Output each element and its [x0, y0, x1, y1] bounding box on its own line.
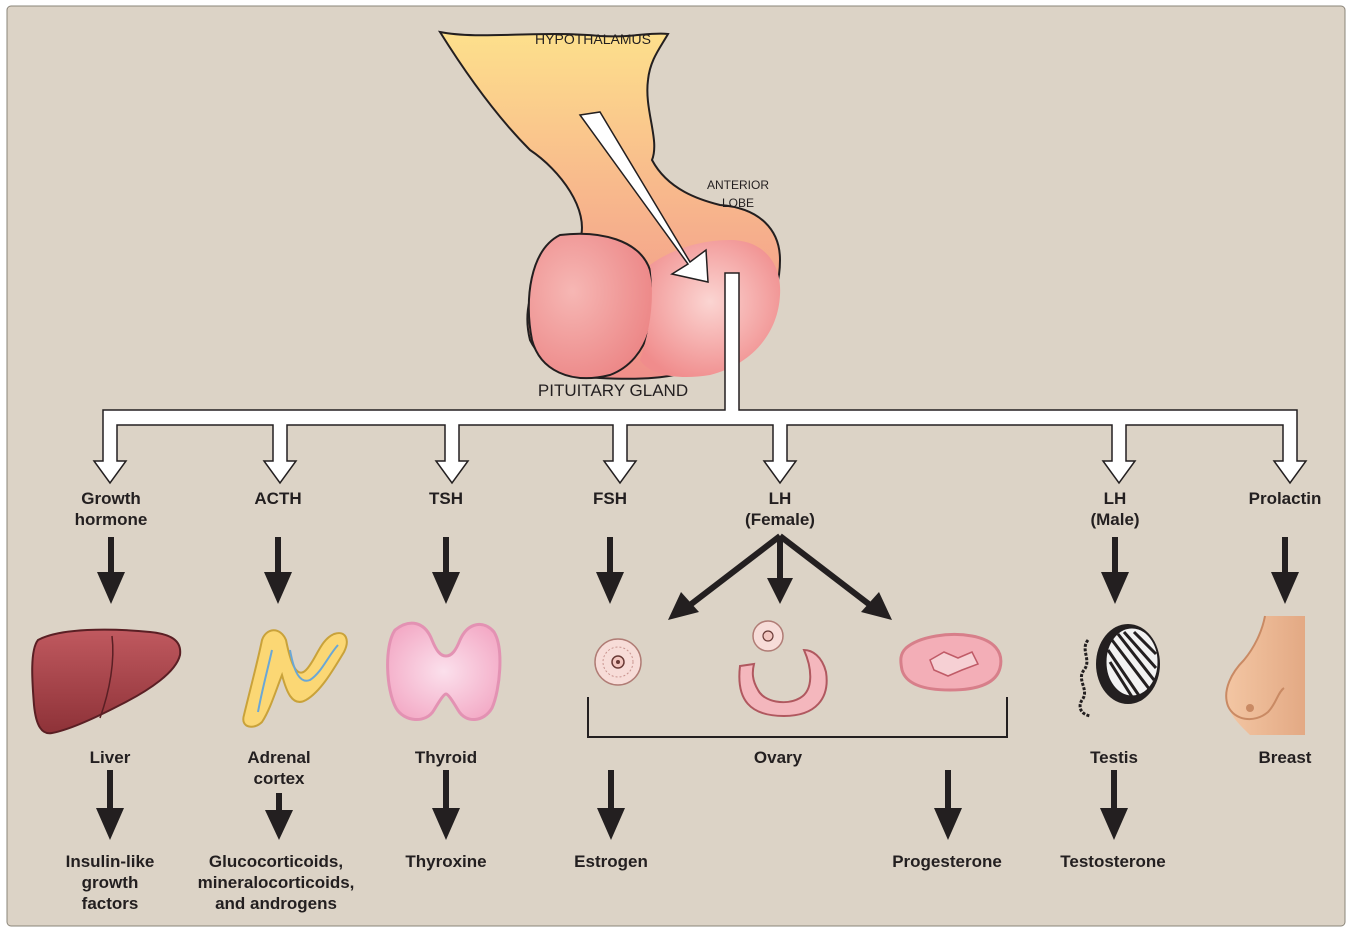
product-testosterone: Testosterone — [1060, 852, 1166, 871]
hormone-fsh: FSH — [593, 489, 627, 508]
organ-testis: Testis — [1090, 748, 1138, 767]
hormone-prolactin: Prolactin — [1249, 489, 1322, 508]
anterior-lobe-label-line2: LOBE — [722, 196, 754, 210]
product-igf-line2: growth — [82, 873, 139, 892]
organ-ovary: Ovary — [754, 748, 803, 767]
hormone-lh-female-line1: LH — [769, 489, 792, 508]
product-igf-line3: factors — [82, 894, 139, 913]
product-estrogen: Estrogen — [574, 852, 648, 871]
organ-breast: Breast — [1259, 748, 1312, 767]
organ-liver: Liver — [90, 748, 131, 767]
follicle-illustration — [595, 639, 641, 685]
product-progesterone: Progesterone — [892, 852, 1002, 871]
product-igf-line1: Insulin-like — [66, 852, 155, 871]
corpus-luteum-illustration — [901, 635, 1001, 691]
hormone-lh-male-line2: (Male) — [1090, 510, 1139, 529]
organ-thyroid: Thyroid — [415, 748, 477, 767]
background-panel — [7, 6, 1345, 926]
hormone-acth: ACTH — [254, 489, 301, 508]
product-corticoids-line2: mineralocorticoids, — [198, 873, 355, 892]
hormone-lh-male-line1: LH — [1104, 489, 1127, 508]
anterior-lobe-label-line1: ANTERIOR — [707, 178, 769, 192]
organ-adrenal-cortex-line1: Adrenal — [247, 748, 310, 767]
posterior-lobe-shape — [529, 234, 654, 378]
hypothalamus-label: HYPOTHALAMUS — [535, 31, 651, 47]
product-corticoids-line1: Glucocorticoids, — [209, 852, 343, 871]
hormone-growth-hormone-line2: hormone — [75, 510, 148, 529]
hormone-lh-female-line2: (Female) — [745, 510, 815, 529]
pituitary-gland-label: PITUITARY GLAND — [538, 381, 688, 400]
product-thyroxine: Thyroxine — [405, 852, 486, 871]
organ-adrenal-cortex-line2: cortex — [253, 769, 305, 788]
product-corticoids-line3: and androgens — [215, 894, 337, 913]
hormone-tsh: TSH — [429, 489, 463, 508]
hormone-growth-hormone-line1: Growth — [81, 489, 141, 508]
